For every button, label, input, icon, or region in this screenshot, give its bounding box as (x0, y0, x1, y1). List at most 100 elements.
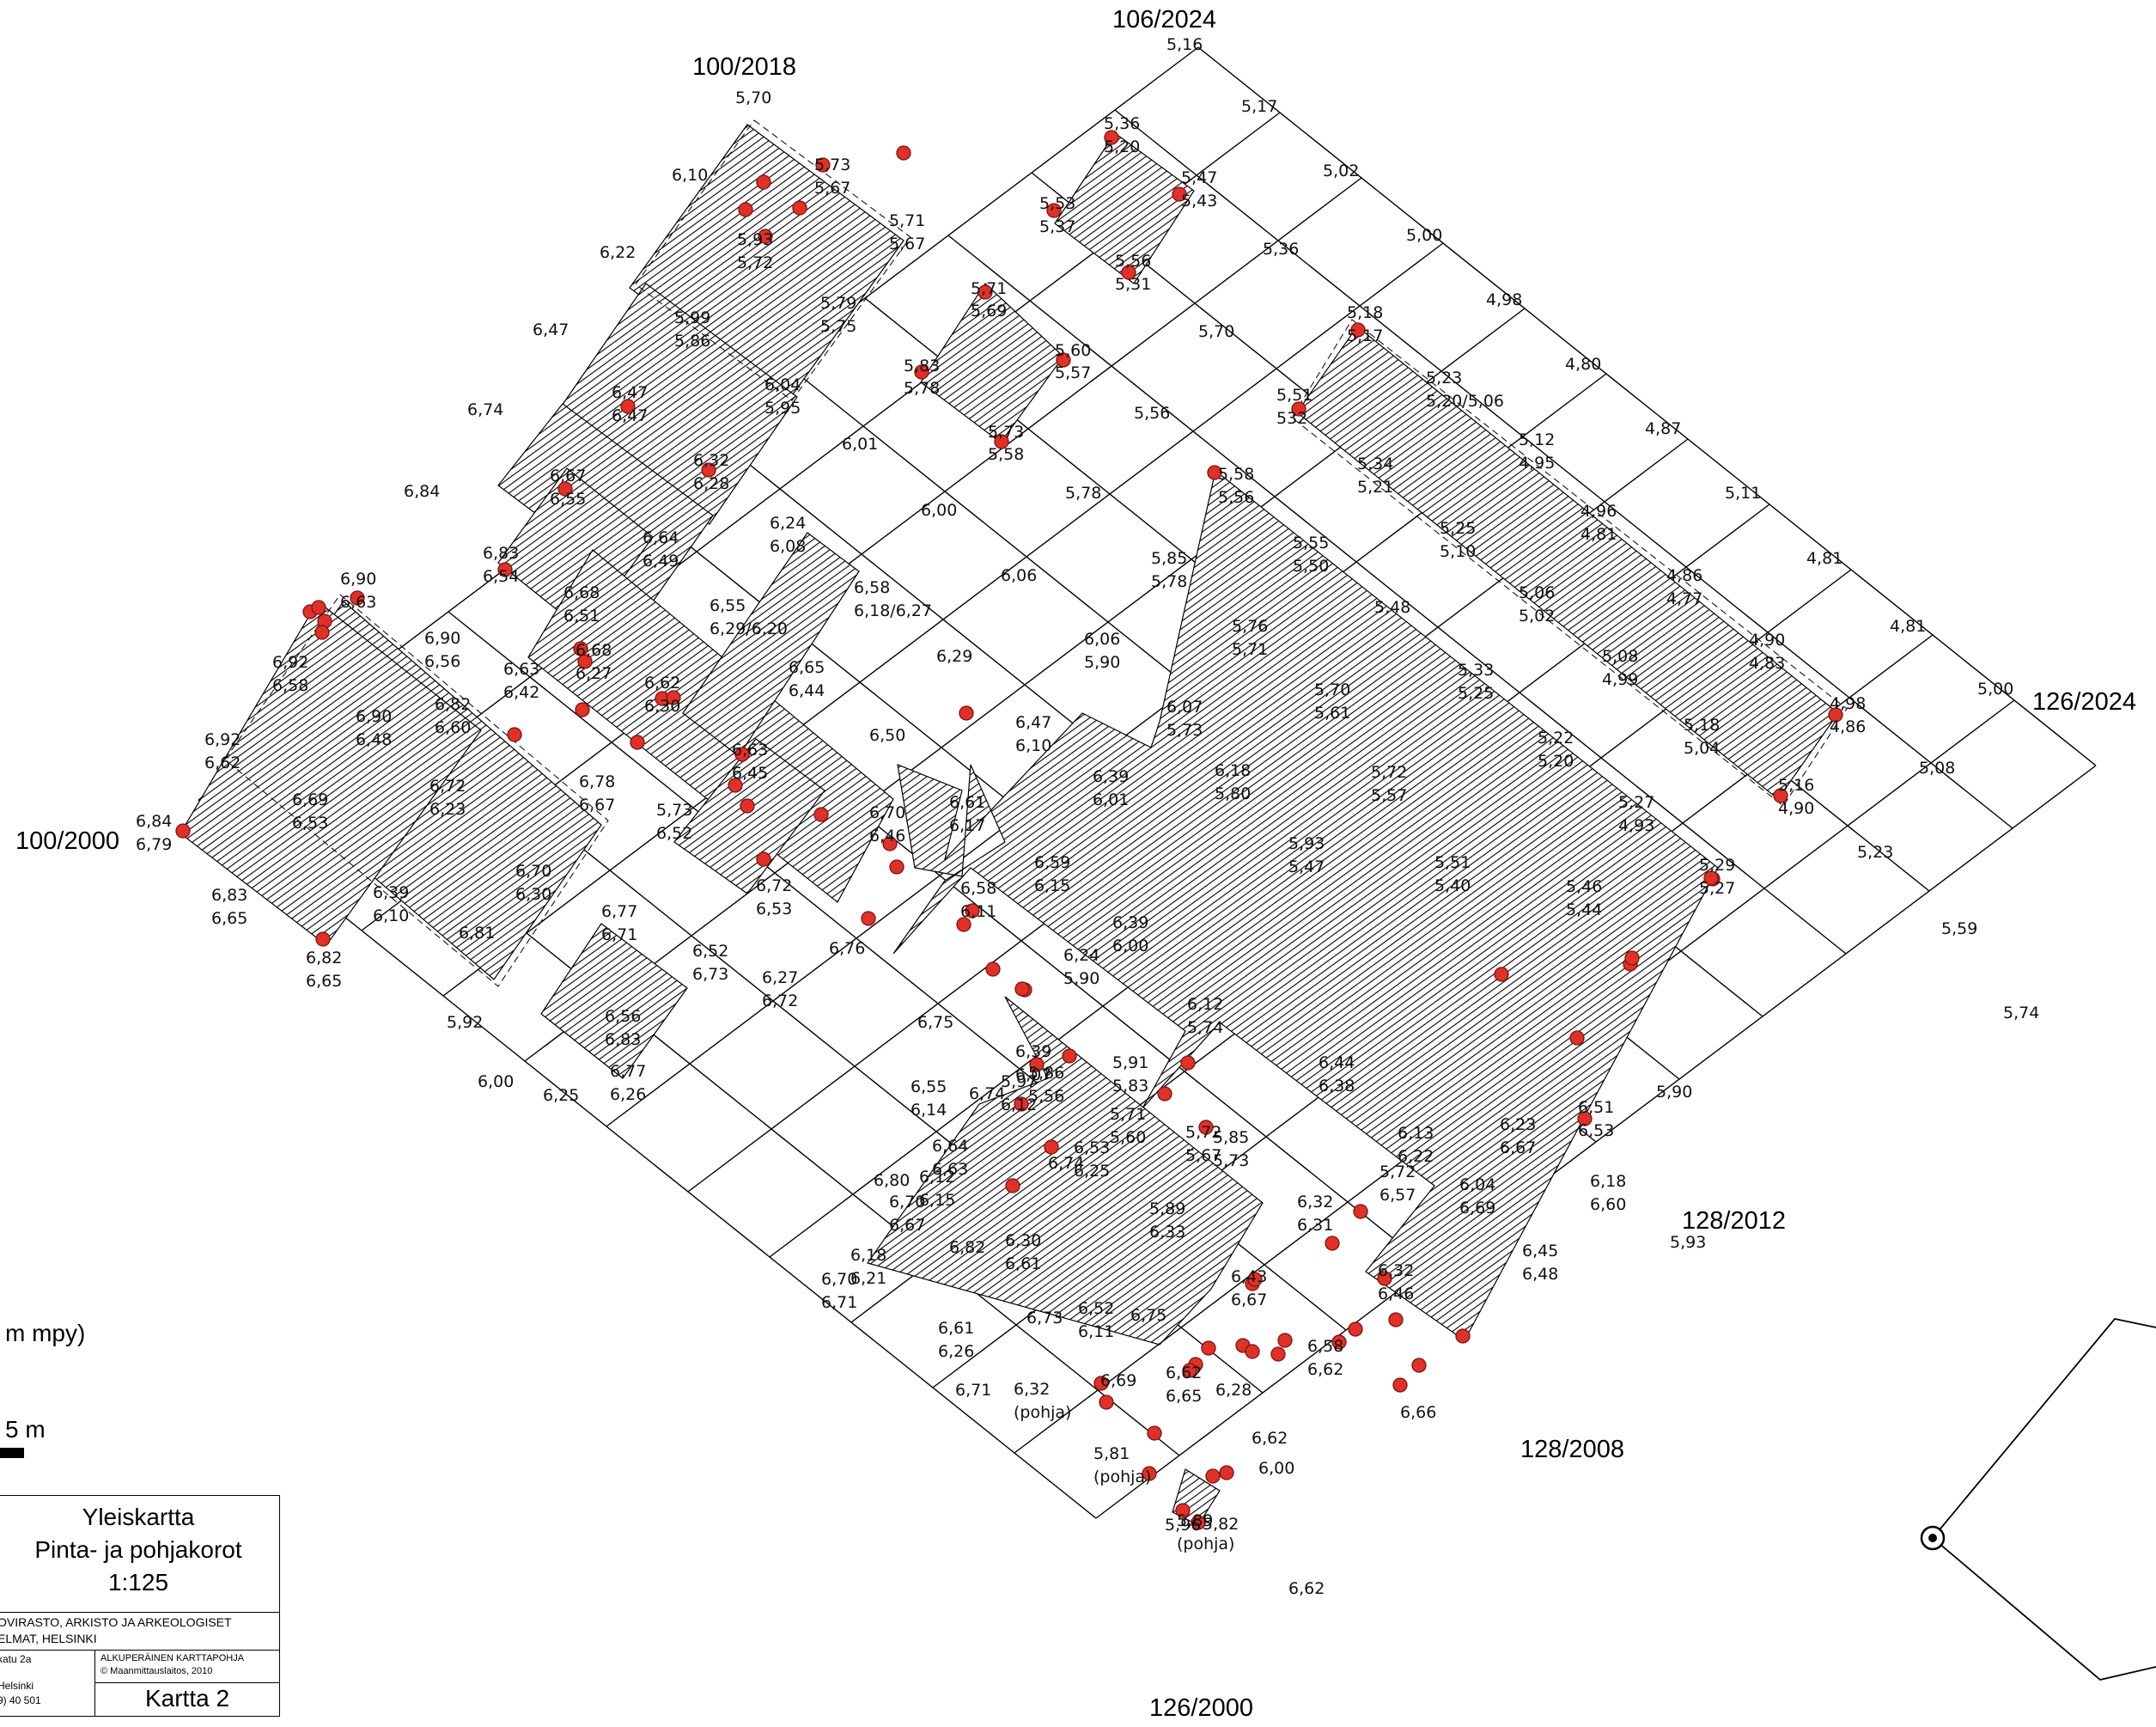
elevation-label: 6,71 (601, 925, 637, 944)
elevation-label: 6,38 (1319, 1077, 1355, 1095)
post-marker (1056, 352, 1071, 368)
post-marker (1046, 203, 1062, 218)
elevation-label: 6,70 (889, 1193, 925, 1211)
post-marker (1005, 1178, 1020, 1193)
post-marker (1392, 1377, 1408, 1393)
elevation-label: 6,55 (710, 596, 746, 615)
elevation-label: 6,32 (693, 451, 729, 470)
post-marker (756, 174, 771, 190)
post-marker (728, 778, 743, 793)
elevation-label: 5,02 (1519, 607, 1555, 626)
post-marker (1147, 1425, 1162, 1441)
elevation-label: 6,18/6,27 (854, 601, 932, 620)
elevation-label: 5,78 (1065, 484, 1101, 503)
post-marker (350, 590, 365, 606)
elevation-label: 6,65 (789, 658, 825, 677)
coord-128-2012: 128/2012 (1682, 1207, 1786, 1235)
elevation-label: 6,63 (732, 741, 768, 760)
elevation-label: 5,73 (814, 156, 850, 174)
elevation-label: 5,90 (1084, 653, 1120, 672)
elevation-label: 4,99 (1602, 670, 1638, 689)
elevation-label: 6,39 (1093, 767, 1129, 786)
trench-a1-outline (635, 119, 911, 401)
elevation-label: 6,90 (340, 570, 376, 589)
elevation-label: 6,39 (1112, 913, 1148, 932)
elevation-label: 5,00 (1977, 680, 2013, 699)
elevation-label: 5,59 (1941, 919, 1977, 938)
elevation-label: 5,08 (1919, 759, 1955, 778)
elevation-label: 6,07 (1166, 698, 1203, 717)
elevation-label: 6,44 (789, 681, 825, 700)
elevation-label: 6,62 (1252, 1429, 1288, 1448)
post-marker (792, 200, 807, 216)
elevation-label: 6,57 (1379, 1186, 1416, 1205)
map-subtitle: Pinta- ja pohjakorot (34, 1536, 242, 1563)
elevation-label: 6,22 (600, 243, 636, 262)
elevation-label: 5,04 (1684, 739, 1720, 758)
post-marker (1348, 1321, 1363, 1337)
elevation-label: 5,06 (1519, 583, 1555, 602)
elevation-label: 4,90 (1778, 799, 1814, 818)
elevation-label: 5,58 (1218, 465, 1254, 484)
post-marker (630, 735, 645, 750)
post-marker (1353, 1204, 1368, 1219)
elevation-label: 6,62 (204, 754, 241, 772)
elevation-label: 6,30 (644, 697, 680, 716)
elevation-label: 6,52 (656, 824, 692, 843)
elevation-label: 6,69 (1100, 1371, 1136, 1390)
post-marker (1411, 1358, 1427, 1373)
elevation-label: 6,72 (429, 777, 466, 796)
elevation-label: 5,81 (1093, 1444, 1130, 1463)
elevation-label: 4,86 (1666, 566, 1702, 585)
elevation-label: 6,78 (579, 772, 615, 791)
elevation-label: 5,08 (1602, 647, 1638, 666)
post-marker (1044, 1139, 1059, 1155)
coord-106-2024: 106/2024 (1112, 6, 1216, 34)
elevation-label: 5,44 (1566, 900, 1602, 919)
elevation-label: 5,51 (1434, 853, 1471, 872)
elevation-label: 6,71 (955, 1381, 991, 1400)
elevation-label: 6,73 (1026, 1309, 1063, 1327)
elevation-label: 5,67 (1185, 1146, 1221, 1165)
post-marker (1142, 1466, 1157, 1481)
post-marker (1093, 1376, 1109, 1391)
elevation-label: 6,68 (563, 583, 600, 602)
elevation-label: 4,81 (1806, 549, 1842, 568)
elevation-label: 6,71 (821, 1293, 857, 1312)
elevation-label: 5,73 (1213, 1151, 1249, 1170)
elevation-label: 6,77 (601, 902, 637, 921)
elevation-label: 6,29/6,20 (710, 619, 788, 638)
elevation-label: 6,00 (478, 1072, 514, 1091)
elevation-label: 6,39 (373, 883, 409, 902)
elevation-label: 6,90 (424, 629, 460, 648)
elevation-label: 6,65 (1166, 1387, 1202, 1406)
base-map-note: ALKUPERÄINEN KARTTAPOHJA (100, 1653, 245, 1663)
elevation-label: 6,73 (692, 965, 728, 984)
post-marker (758, 229, 773, 244)
elevation-label: 4,90 (1749, 631, 1785, 650)
elevation-label: 5,80 (1215, 784, 1251, 803)
elevation-label: 5,72 (1379, 1163, 1416, 1181)
excavation-trenches (180, 119, 1848, 1526)
elevation-label: 6,65 (211, 909, 247, 928)
elevation-label: 6,00 (1258, 1459, 1294, 1478)
org-line-2: ELMAT, HELSINKI (0, 1632, 97, 1645)
post-marker (1577, 1111, 1593, 1126)
elevation-label: 5,20/5,06 (1426, 392, 1504, 411)
elevation-label: 5,89 (1177, 1511, 1213, 1530)
scale-label: 5 m (5, 1416, 46, 1443)
elevation-label: 6,11 (1078, 1322, 1114, 1341)
elevation-label: 6,00 (921, 501, 957, 520)
elevation-label: 5,72 (737, 253, 773, 272)
elevation-label: 5,25 (1440, 519, 1476, 538)
elevation-label: 6,72 (756, 876, 792, 895)
elevation-label: 6,24 (770, 514, 806, 533)
elevation-label: 6,46 (869, 827, 905, 845)
post-marker (1350, 322, 1366, 338)
post-marker (1014, 1096, 1029, 1112)
post-marker (1198, 1120, 1214, 1135)
elevation-label: 5,34 (1357, 455, 1393, 473)
elevation-labels: 5,165,175,025,004,984,804,875,114,814,81… (136, 35, 2039, 1598)
elevation-label: 6,15 (919, 1191, 955, 1210)
post-marker (620, 399, 636, 414)
